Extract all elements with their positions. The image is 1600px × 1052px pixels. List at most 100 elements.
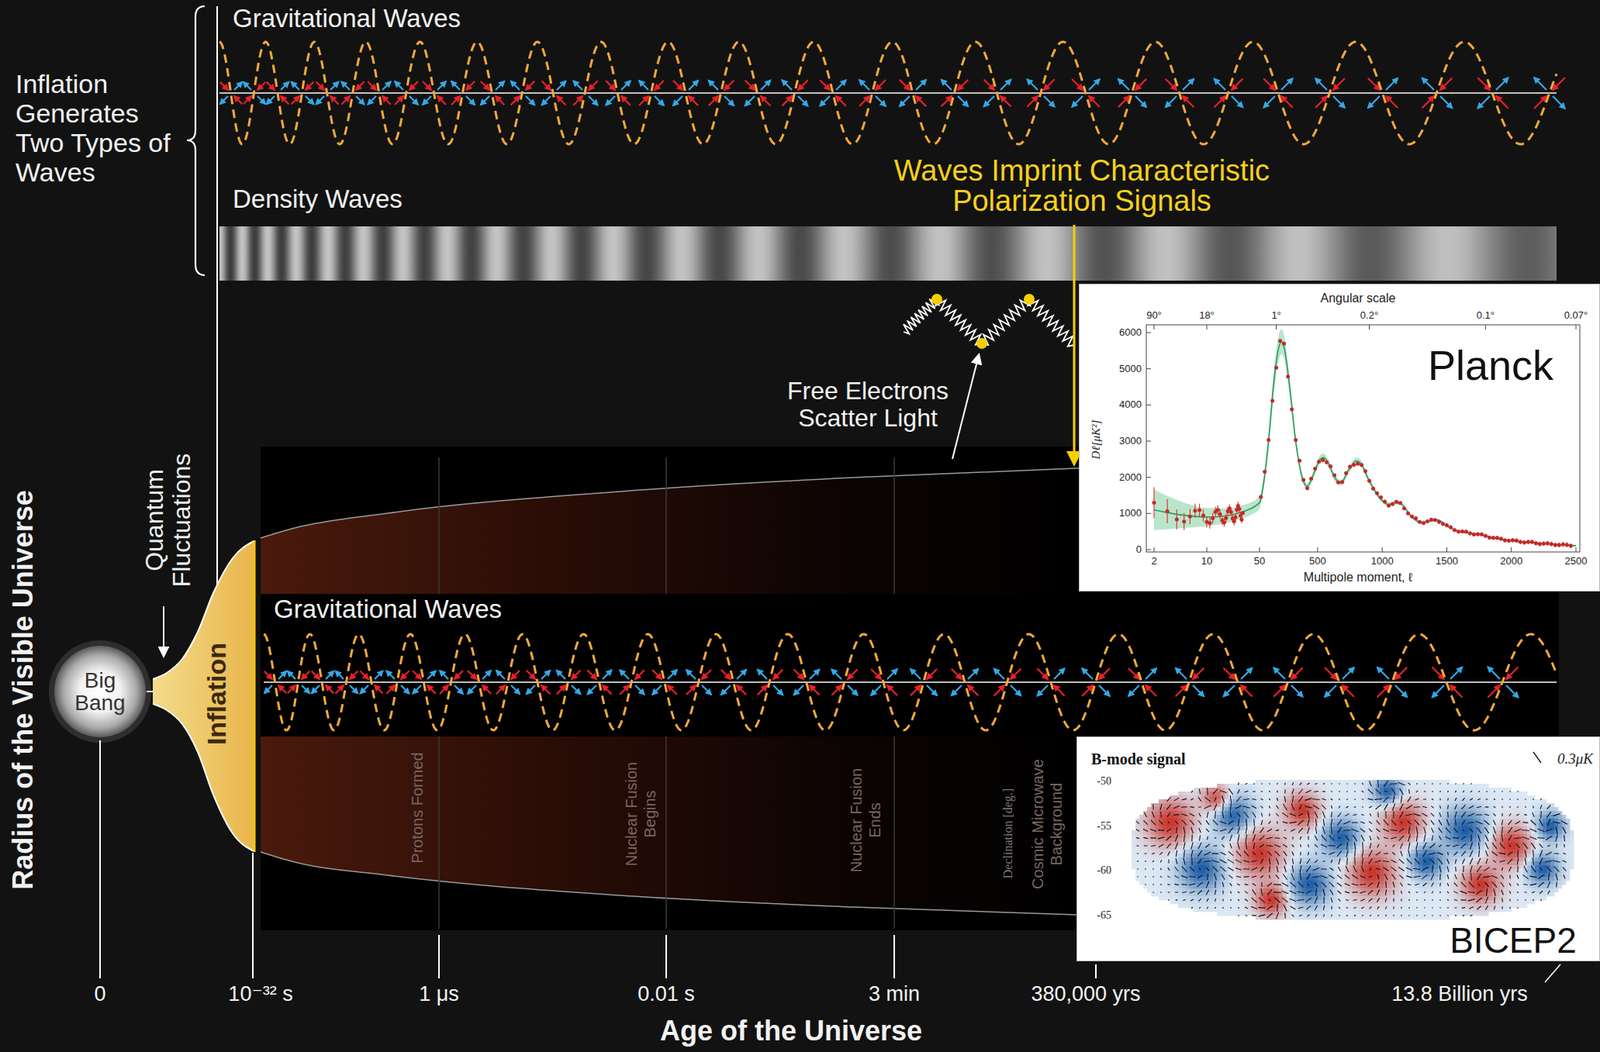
- polarization-map-part: [1511, 815, 1516, 820]
- polarization-map-part: [1278, 815, 1283, 820]
- polarization-map-part: [1519, 811, 1524, 816]
- polarization-map-part: [1309, 834, 1314, 839]
- polarization-map-part: [1414, 807, 1419, 812]
- polarization-map-part: [1457, 822, 1462, 827]
- polarization-map-part: [1193, 830, 1198, 835]
- polarization-map-part: [1286, 826, 1291, 831]
- polarization-map-part: [1534, 811, 1539, 816]
- polarization-map-part: [1309, 819, 1314, 823]
- polarization-map-part: [1472, 822, 1477, 827]
- polarization-map-part: [1434, 834, 1438, 839]
- polarization-map-part: [1356, 780, 1361, 785]
- power-spectrum-part: [1351, 463, 1356, 467]
- polarization-map-part: [1515, 791, 1520, 796]
- power-spectrum-part: [1336, 480, 1341, 485]
- polarization-map-part: [1240, 830, 1245, 835]
- polarization-map-part: [1403, 811, 1407, 816]
- polarization-map-part: [1240, 807, 1245, 812]
- polarization-map-part: [1352, 807, 1357, 812]
- polarization-map-part: [1472, 803, 1477, 808]
- polarization-map-part: [1558, 815, 1562, 820]
- polarization-map-part: [1348, 815, 1353, 820]
- polarization-map-part: [1550, 830, 1555, 835]
- polarization-map-part: [1364, 819, 1369, 823]
- polarization-map-part: [1364, 826, 1369, 831]
- polarization-map-part: [1542, 807, 1547, 812]
- polarization-map-part: [1278, 799, 1283, 804]
- polarization-map-part: [1139, 822, 1144, 827]
- polarization-map-part: [1496, 799, 1500, 804]
- polarization-map-part: [1278, 780, 1283, 785]
- polarization-map-part: [1558, 830, 1562, 835]
- polarization-map-part: [1178, 791, 1182, 796]
- polarization-map-part: [1527, 811, 1531, 816]
- polarization-map-part: [1251, 791, 1256, 796]
- polarization-map-part: [1212, 838, 1217, 843]
- polarization-map-part: [1422, 799, 1427, 804]
- polarization-map-part: [1302, 807, 1307, 812]
- power-spectrum-part: [1174, 518, 1179, 522]
- polarization-map-part: [1465, 803, 1469, 808]
- polarization-map-part: [1542, 811, 1547, 816]
- polarization-map-part: [1340, 834, 1345, 839]
- polarization-map-part: [1441, 811, 1446, 816]
- polarization-map-part: [1364, 803, 1369, 808]
- polarization-map-part: [1321, 784, 1326, 788]
- polarization-map-part: [1488, 787, 1493, 792]
- polarization-map-part: [1224, 784, 1229, 788]
- power-spectrum-part: [1503, 539, 1507, 543]
- polarization-map-part: [1294, 830, 1299, 835]
- polarization-map-part: [1333, 826, 1338, 831]
- polarization-map-part: [1480, 791, 1485, 796]
- polarization-map-part: [1147, 838, 1151, 843]
- power-spectrum-part: [1565, 542, 1569, 547]
- polarization-map-part: [1271, 791, 1276, 796]
- polarization-map-part: [1147, 826, 1151, 831]
- polarization-map-part: [1317, 803, 1322, 808]
- polarization-map-part: [1255, 826, 1260, 831]
- polarization-map-part: [1302, 791, 1307, 796]
- polarization-map-part: [1185, 811, 1190, 816]
- polarization-map-part: [1255, 819, 1260, 823]
- polarization-map-part: [1309, 791, 1314, 796]
- polarization-map-part: [1309, 811, 1314, 816]
- polarization-map-part: [1201, 811, 1206, 816]
- chart-text: 2500: [1565, 556, 1588, 568]
- polarization-map-part: [1434, 819, 1438, 823]
- polarization-map-part: [1565, 819, 1570, 823]
- polarization-map-part: [1232, 799, 1237, 804]
- polarization-map-part: [1434, 830, 1438, 835]
- polarization-map-part: [1472, 795, 1477, 800]
- polarization-map-part: [1286, 799, 1291, 804]
- polarization-map-part: [1434, 784, 1438, 788]
- polarization-map-part: [1457, 803, 1462, 808]
- power-spectrum-part: [1359, 463, 1364, 467]
- power-spectrum-part: [1270, 399, 1275, 404]
- polarization-map-part: [1131, 780, 1574, 920]
- polarization-map-part: [1294, 780, 1299, 785]
- polarization-map-part: [1240, 838, 1245, 843]
- polarization-map-part: [1534, 815, 1539, 820]
- polarization-map-part: [1356, 822, 1361, 827]
- polarization-map-part: [1465, 791, 1469, 796]
- polarization-map-part: [1410, 799, 1415, 804]
- polarization-map-part: [1216, 815, 1221, 820]
- polarization-map-part: [1294, 826, 1299, 831]
- polarization-map-part: [1371, 819, 1376, 823]
- polarization-map-part: [1364, 838, 1369, 843]
- polarization-map-part: [1278, 803, 1283, 808]
- polarization-map-part: [1333, 795, 1338, 800]
- polarization-map-part: [1337, 791, 1341, 796]
- polarization-map-part: [1131, 838, 1136, 843]
- polarization-map-part: [1465, 795, 1469, 800]
- polarization-map-part: [1259, 799, 1264, 804]
- polarization-map-part: [1434, 826, 1438, 831]
- polarization-map-part: [1181, 822, 1186, 827]
- polarization-map-part: [1209, 822, 1213, 827]
- polarization-map-part: [1445, 784, 1450, 788]
- polarization-map-part: [1178, 834, 1182, 839]
- polarization-map-part: [1251, 784, 1256, 788]
- chart-text: 1000: [1119, 507, 1142, 520]
- polarization-map-part: [1503, 830, 1508, 835]
- polarization-map-part: [1286, 838, 1291, 843]
